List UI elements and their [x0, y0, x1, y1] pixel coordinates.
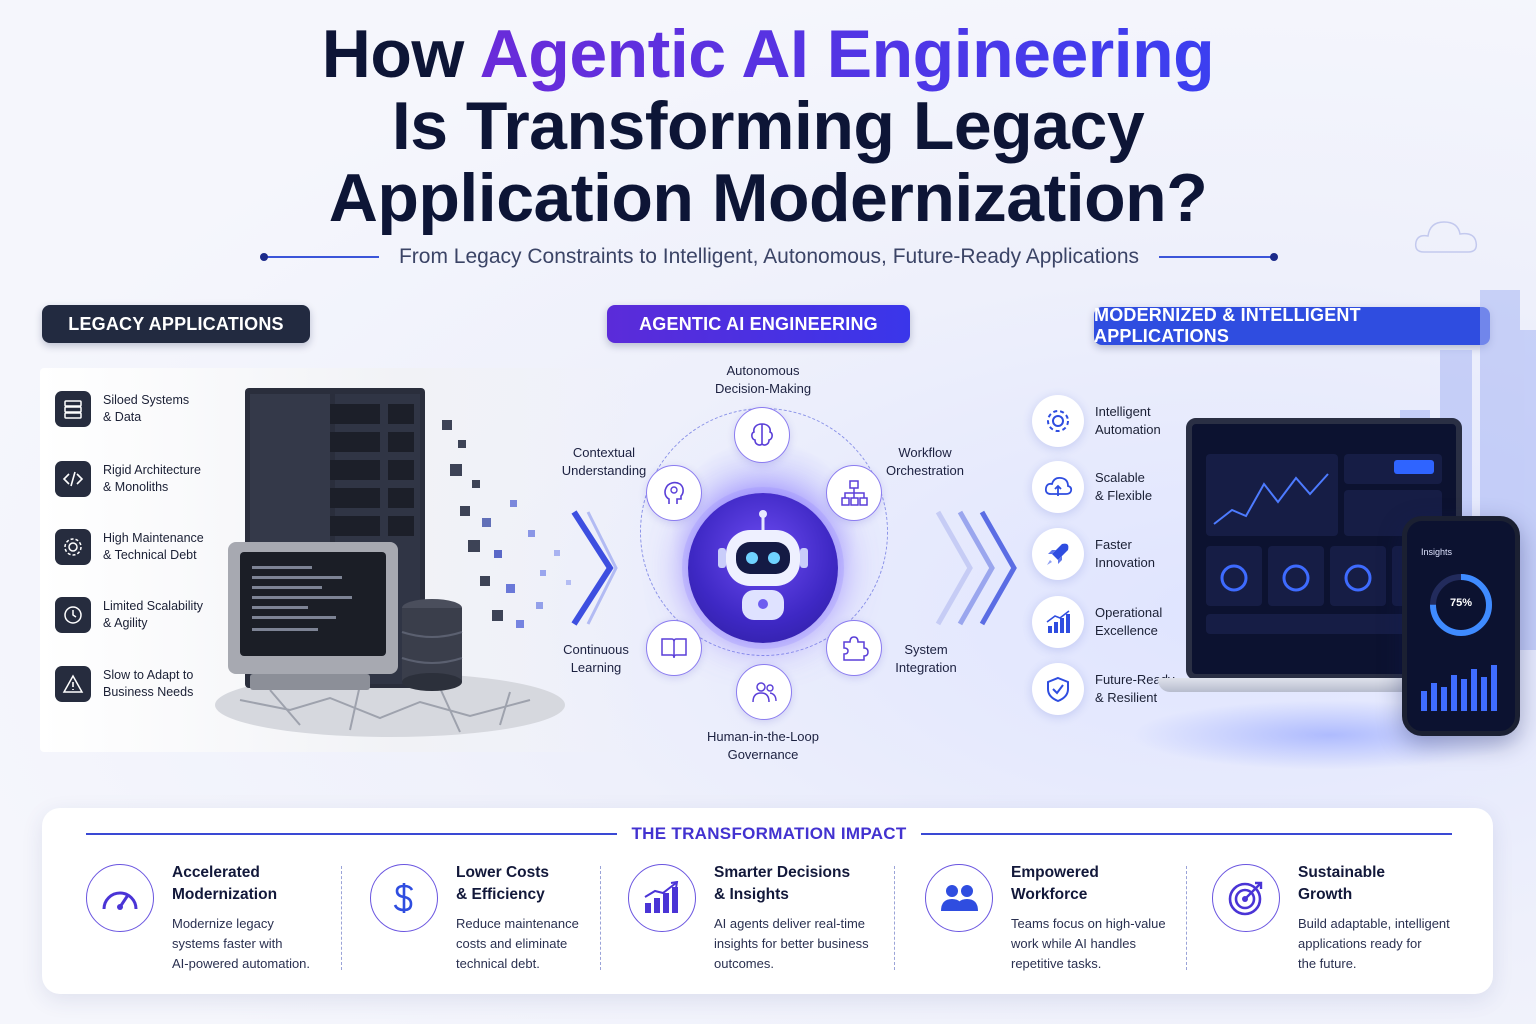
puzzle-icon: [826, 620, 882, 676]
book-icon: [646, 620, 702, 676]
shield-check-icon: [1032, 663, 1084, 715]
impact-heading: Smarter Decisions & Insights: [714, 864, 851, 903]
legacy-hardware-illustration: [215, 388, 571, 737]
subtitle-divider-left: [260, 253, 379, 261]
impact-item-accelerated: Accelerated Modernization Modernize lega…: [86, 862, 326, 974]
title-line1-pre: How: [321, 16, 480, 92]
impact-item-decisions: Smarter Decisions & Insights AI agents d…: [628, 862, 898, 974]
modern-section-label: MODERNIZED & INTELLIGENT APPLICATIONS: [1094, 305, 1490, 346]
impact-title: THE TRANSFORMATION IMPACT: [631, 824, 907, 843]
subtitle: From Legacy Constraints to Intelligent, …: [398, 245, 1140, 268]
legacy-item-label: High Maintenance & Technical Debt: [103, 531, 204, 562]
cloud-decoration-icon: [1414, 221, 1478, 253]
chevron-right-icon: [935, 510, 1017, 626]
code-icon: [55, 461, 91, 497]
warning-icon: [55, 666, 91, 702]
impact-description: Build adaptable, intelligent application…: [1298, 916, 1450, 971]
legacy-item-label: Rigid Architecture & Monoliths: [103, 463, 201, 494]
impact-item-costs: Lower Costs & Efficiency Reduce maintena…: [370, 862, 590, 974]
gauge-ring-icon: [1430, 574, 1492, 636]
page-title: How Agentic AI Engineering Is Transformi…: [0, 18, 1536, 234]
people-icon: [736, 664, 792, 720]
rocket-icon: [1032, 528, 1084, 580]
legacy-item-siloed: Siloed Systems & Data: [55, 388, 245, 430]
legacy-item-label: Siloed Systems & Data: [103, 393, 190, 424]
legacy-item-label: Limited Scalability & Agility: [103, 599, 204, 630]
phone-title: Insights: [1421, 547, 1453, 557]
impact-description: Reduce maintenance costs and eliminate t…: [456, 916, 579, 971]
database-stack-icon: [401, 599, 463, 691]
modern-item-label: Future-Ready & Resilient: [1095, 672, 1175, 705]
modern-item-label: Intelligent Automation: [1095, 404, 1161, 437]
impact-description: Teams focus on high-value work while AI …: [1011, 916, 1166, 971]
target-icon: [1212, 864, 1280, 932]
legacy-section-label: LEGACY APPLICATIONS: [42, 305, 310, 343]
impact-divider: [600, 866, 601, 970]
subtitle-divider-right: [1159, 253, 1278, 261]
title-line2: Is Transforming Legacy: [391, 88, 1145, 164]
workflow-icon: [826, 465, 882, 521]
impact-item-growth: Sustainable Growth Build adaptable, inte…: [1212, 862, 1472, 974]
dollar-icon: [370, 864, 438, 932]
modern-item-automation: Intelligent Automation: [1032, 394, 1232, 448]
clock-icon: [55, 597, 91, 633]
impact-divider: [1186, 866, 1187, 970]
automation-gear-icon: [1032, 395, 1084, 447]
brain-icon: [734, 407, 790, 463]
pixel-dissolve-icon: [442, 420, 571, 628]
agentic-section-label: AGENTIC AI ENGINEERING: [607, 305, 910, 343]
cloud-icon: [1032, 461, 1084, 513]
node-label-learning: Continuous Learning: [563, 642, 629, 675]
node-label-integration: System Integration: [895, 642, 957, 675]
phone-device: Insights 75%: [1402, 516, 1520, 736]
impact-heading: Accelerated Modernization: [172, 864, 278, 903]
legacy-item-slow: Slow to Adapt to Business Needs: [55, 663, 245, 705]
speedometer-icon: [86, 864, 154, 932]
impact-divider-right: [920, 833, 1453, 835]
modern-item-label: Faster Innovation: [1095, 537, 1155, 570]
server-icon: [55, 391, 91, 427]
crt-monitor-icon: [228, 542, 398, 690]
impact-heading: Sustainable Growth: [1298, 864, 1385, 903]
impact-heading: Lower Costs & Efficiency: [456, 864, 550, 903]
subtitle-row: From Legacy Constraints to Intelligent, …: [260, 242, 1278, 272]
ai-robot-core: [688, 493, 838, 643]
head-icon: [646, 465, 702, 521]
legacy-item-label: Slow to Adapt to Business Needs: [103, 668, 194, 699]
impact-divider-left: [86, 833, 618, 835]
impact-title-row: THE TRANSFORMATION IMPACT: [86, 820, 1453, 848]
modern-item-excellence: Operational Excellence: [1032, 595, 1232, 649]
impact-description: AI agents deliver real-time insights for…: [714, 916, 869, 971]
impact-divider: [341, 866, 342, 970]
modern-item-resilient: Future-Ready & Resilient: [1032, 662, 1232, 716]
legacy-item-rigid: Rigid Architecture & Monoliths: [55, 458, 245, 500]
impact-item-workforce: Empowered Workforce Teams focus on high-…: [925, 862, 1185, 974]
phone-gauge-value: 75%: [1449, 597, 1473, 609]
modern-item-label: Scalable & Flexible: [1095, 470, 1153, 503]
phone-bar-chart: [1421, 665, 1497, 711]
modern-item-scalable: Scalable & Flexible: [1032, 460, 1232, 514]
bar-chart-icon: [628, 864, 696, 932]
node-label-contextual: Contextual Understanding: [561, 445, 647, 478]
legacy-item-scalability: Limited Scalability & Agility: [55, 594, 245, 636]
modern-item-label: Operational Excellence: [1095, 605, 1163, 638]
robot-icon: [718, 510, 808, 620]
growth-chart-icon: [1032, 596, 1084, 648]
impact-description: Modernize legacy systems faster with AI-…: [172, 916, 311, 971]
title-highlight: Agentic AI Engineering: [479, 16, 1215, 92]
modern-item-innovation: Faster Innovation: [1032, 527, 1232, 581]
impact-divider: [894, 866, 895, 970]
gear-icon: [55, 529, 91, 565]
title-line3: Application Modernization?: [328, 160, 1208, 236]
node-label-governance: Human-in-the-Loop Governance: [706, 729, 819, 762]
chevron-right-icon: [571, 510, 618, 626]
node-label-workflow: Workflow Orchestration: [885, 445, 965, 478]
team-icon: [925, 864, 993, 932]
impact-heading: Empowered Workforce: [1011, 864, 1099, 903]
legacy-item-maintenance: High Maintenance & Technical Debt: [55, 526, 245, 568]
node-label-autonomous: Autonomous Decision-Making: [714, 363, 812, 396]
